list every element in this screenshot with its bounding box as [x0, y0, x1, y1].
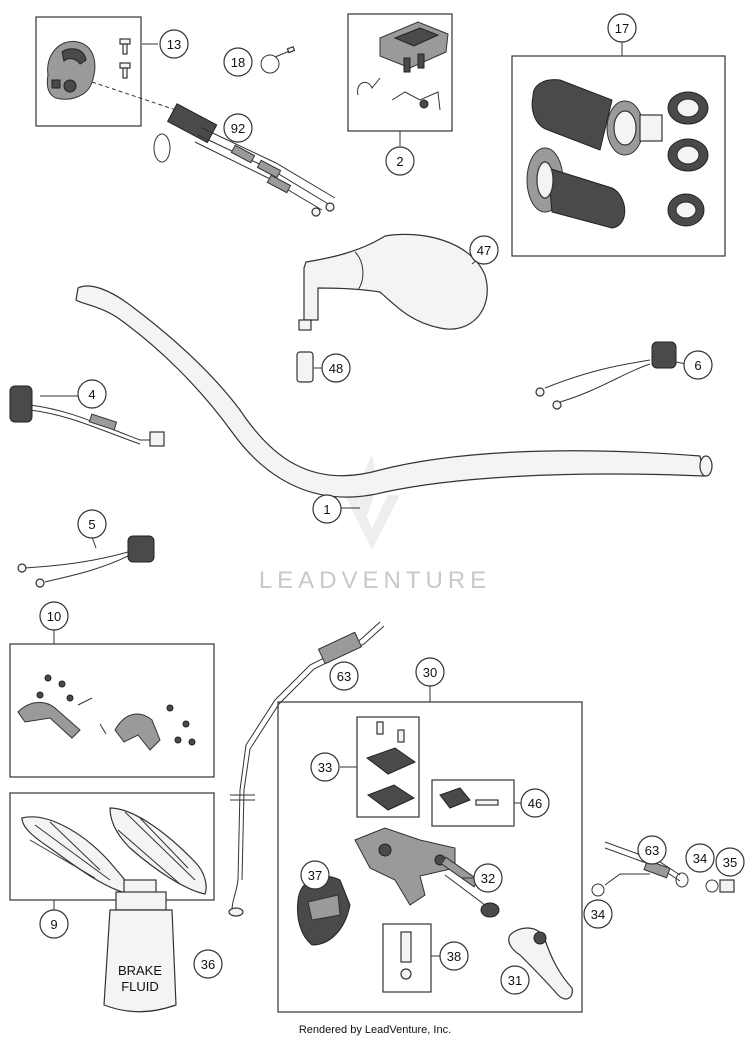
svg-text:92: 92	[231, 121, 245, 136]
svg-text:34: 34	[591, 907, 605, 922]
svg-text:63: 63	[337, 669, 351, 684]
handguard-mount-parts	[17, 674, 196, 751]
grip-cam-parts	[667, 91, 709, 227]
right-switch-part	[535, 341, 677, 410]
handlebar-part	[75, 285, 713, 498]
bolt-part	[296, 319, 314, 383]
callout-17: 17	[607, 13, 637, 43]
callout-37: 37	[300, 860, 330, 890]
switch-housing-part	[46, 40, 96, 100]
svg-text:36: 36	[201, 957, 215, 972]
svg-text:46: 46	[528, 796, 542, 811]
piston-part	[400, 931, 412, 980]
svg-text:35: 35	[723, 855, 737, 870]
svg-text:4: 4	[88, 387, 95, 402]
kill-switch-part	[379, 21, 449, 73]
svg-text:33: 33	[318, 760, 332, 775]
svg-text:48: 48	[329, 361, 343, 376]
push-rod-part	[440, 856, 500, 918]
svg-text:18: 18	[231, 55, 245, 70]
callout-34-upper: 34	[685, 843, 715, 873]
callout-6: 6	[683, 350, 713, 380]
callout-34-lower: 34	[583, 899, 613, 929]
box-13	[35, 16, 142, 127]
brake-fluid-bottle-part	[103, 879, 177, 1013]
box-10	[9, 643, 215, 778]
lower-switch-part	[17, 535, 155, 588]
svg-text:30: 30	[423, 665, 437, 680]
callout-31: 31	[500, 965, 530, 995]
box-9	[9, 792, 215, 901]
svg-text:31: 31	[508, 973, 522, 988]
callout-36: 36	[193, 949, 223, 979]
callout-5: 5	[77, 509, 107, 539]
svg-text:32: 32	[481, 871, 495, 886]
bottle-label-line2: FLUID	[121, 979, 159, 994]
svg-text:37: 37	[308, 868, 322, 883]
brake-hose-part	[228, 621, 385, 917]
callout-32: 32	[473, 863, 503, 893]
grip-part-upper	[531, 79, 663, 156]
master-cylinder-body-part	[354, 827, 456, 906]
callout-46: 46	[520, 788, 550, 818]
callout-33: 33	[310, 752, 340, 782]
wire-clip-part	[357, 77, 441, 111]
footer-credit: Rendered by LeadVenture, Inc.	[299, 1024, 451, 1036]
box-17	[511, 55, 726, 257]
svg-text:10: 10	[47, 609, 61, 624]
reservoir-cap-part	[365, 721, 417, 811]
left-switch-part	[9, 385, 165, 447]
callout-18: 18	[223, 47, 253, 77]
callout-48: 48	[321, 353, 351, 383]
bottle-label-line1: BRAKE	[118, 963, 162, 978]
svg-text:47: 47	[477, 243, 491, 258]
callout-4: 4	[77, 379, 107, 409]
callout-38: 38	[439, 941, 469, 971]
callout-10: 10	[39, 601, 69, 631]
handguards-part	[21, 807, 207, 896]
svg-text:34: 34	[693, 851, 707, 866]
callout-9: 9	[39, 909, 69, 939]
svg-text:6: 6	[694, 358, 701, 373]
svg-text:5: 5	[88, 517, 95, 532]
callout-35: 35	[715, 847, 745, 877]
box-38	[382, 923, 432, 993]
cable-clip-part	[260, 45, 296, 74]
callout-92: 92	[223, 113, 253, 143]
svg-text:1: 1	[323, 502, 330, 517]
svg-text:17: 17	[615, 21, 629, 36]
callout-63-lower: 63	[637, 835, 667, 865]
svg-text:38: 38	[447, 949, 461, 964]
screws-part	[119, 38, 131, 79]
grip-part-lower	[526, 147, 626, 229]
callout-63-upper: 63	[329, 661, 359, 691]
svg-text:2: 2	[396, 154, 403, 169]
callout-30: 30	[415, 657, 445, 687]
hose-end-fittings-part	[591, 841, 735, 897]
svg-text:63: 63	[645, 843, 659, 858]
svg-text:13: 13	[167, 37, 181, 52]
watermark-text: LEADVENTURE	[259, 567, 491, 594]
throttle-cable-part	[153, 103, 336, 217]
callout-47: 47	[469, 235, 499, 265]
brake-lever-part	[508, 927, 573, 1000]
lever-guard-part	[297, 875, 351, 946]
box-46	[431, 779, 515, 827]
number-plate-part	[303, 233, 488, 330]
callout-1: 1	[312, 494, 342, 524]
callout-2: 2	[385, 146, 415, 176]
svg-text:9: 9	[50, 917, 57, 932]
callout-13: 13	[159, 29, 189, 59]
lever-pivot-part	[439, 787, 499, 809]
